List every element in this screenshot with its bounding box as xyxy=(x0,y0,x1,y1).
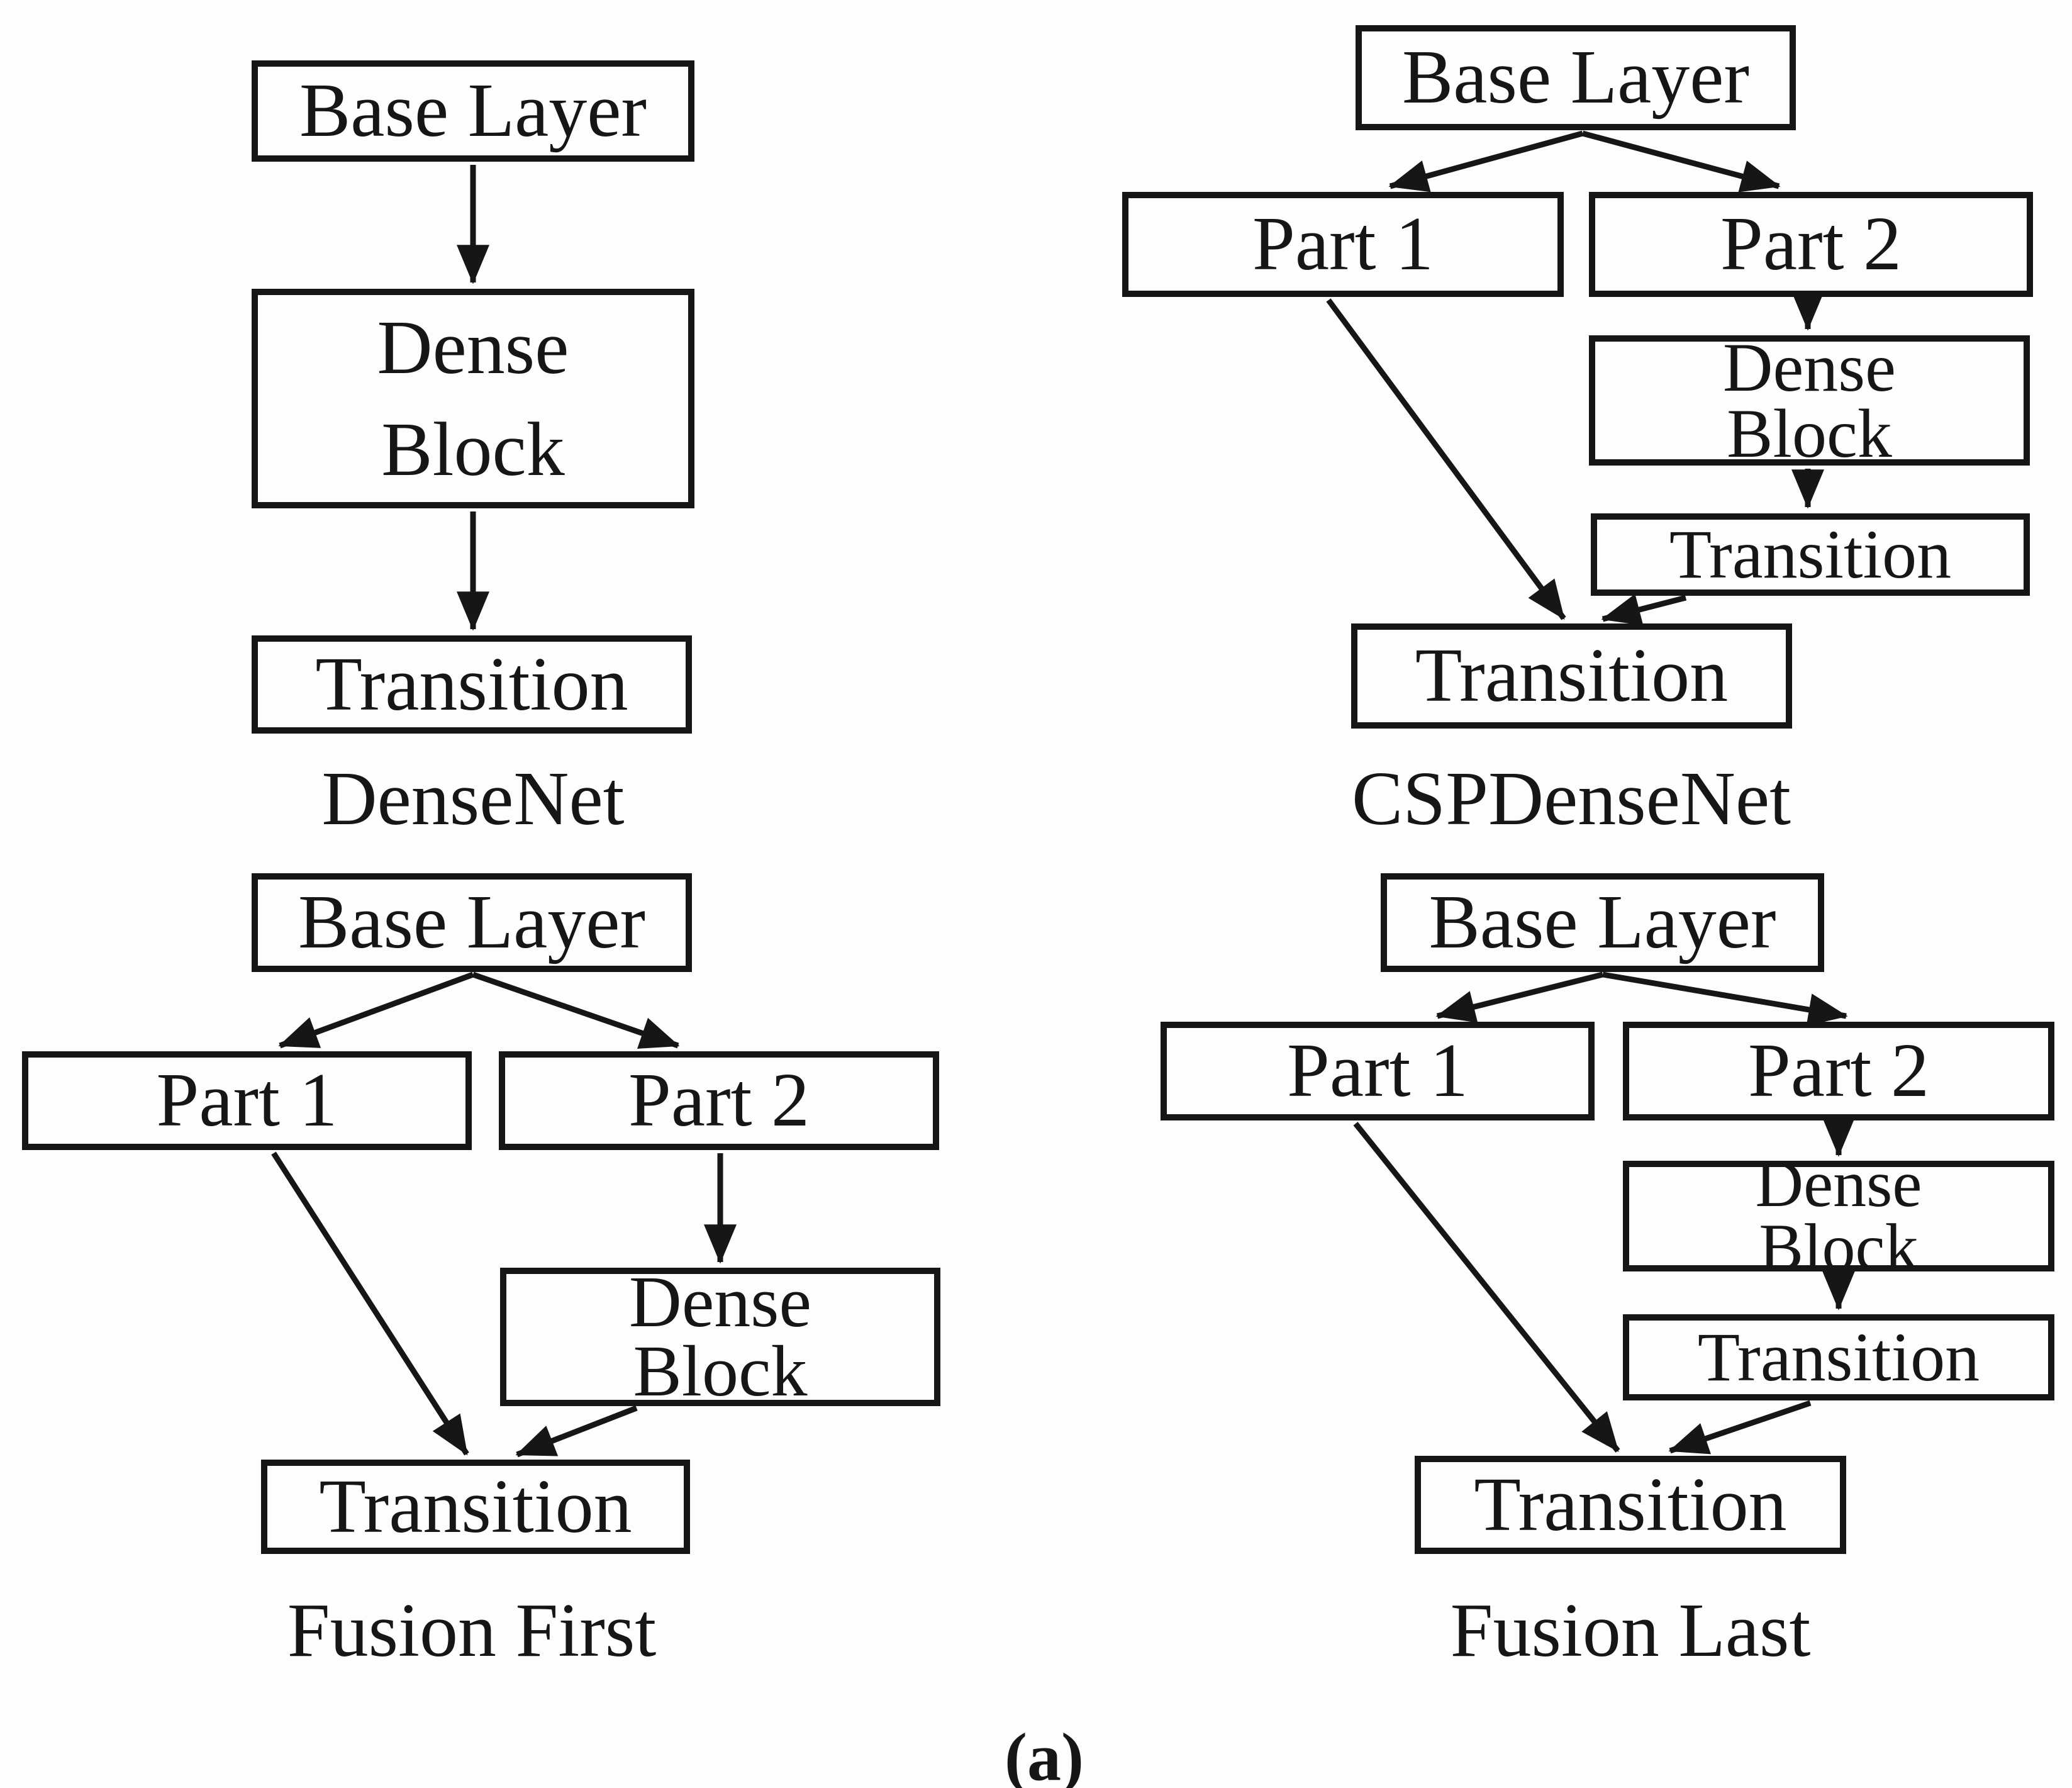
arrow-fusion-last-base-to-part2 xyxy=(1602,971,1848,1026)
fusion-last-base-layer-box: Base Layer xyxy=(1381,873,1824,972)
cspdensenet-transition-bottom-box: Transition xyxy=(1351,623,1792,729)
arrow-fusion-first-dense-to-transition xyxy=(515,1405,638,1458)
arrow-fusion-last-transition-to-transition-bottom xyxy=(1668,1400,1812,1455)
cspdensenet-part2-box: Part 2 xyxy=(1589,192,2033,297)
arrow-cspdensenet-transition-to-transition-bottom xyxy=(1601,593,1687,626)
fusion-last-transition-right-box: Transition xyxy=(1623,1314,2054,1400)
fusion-first-base-layer-box: Base Layer xyxy=(252,873,692,972)
fusion-first-dense-block-box: Dense Block xyxy=(500,1266,940,1408)
densenet-transition-box: Transition xyxy=(252,635,692,734)
cspdensenet-dense-block-box: Dense Block xyxy=(1589,333,2030,468)
densenet-base-layer-box: Base Layer xyxy=(252,60,694,162)
densenet-caption: DenseNet xyxy=(321,756,625,841)
panel-label-a: (a) xyxy=(1005,1720,1084,1788)
arrow-fusion-first-base-to-part2 xyxy=(472,971,680,1049)
arrow-fusion-first-part1-to-transition xyxy=(271,1151,469,1456)
fusion-first-part1-box: Part 1 xyxy=(22,1051,472,1150)
arrow-cspdensenet-part1-to-transition-bottom xyxy=(1326,298,1566,620)
arrow-fusion-first-base-to-part1 xyxy=(278,971,474,1049)
arrow-fusion-last-part1-to-transition-bottom xyxy=(1353,1122,1620,1453)
fusion-first-caption: Fusion First xyxy=(287,1588,657,1673)
fusion-first-transition-box: Transition xyxy=(261,1460,690,1554)
cspdensenet-part1-box: Part 1 xyxy=(1122,192,1564,297)
fusion-last-part1-box: Part 1 xyxy=(1161,1022,1595,1120)
arrow-cspdensenet-base-to-part2 xyxy=(1581,130,1781,193)
cspdensenet-transition-right-box: Transition xyxy=(1591,513,2030,596)
fusion-first-part2-box: Part 2 xyxy=(499,1051,939,1150)
arrow-cspdensenet-base-to-part1 xyxy=(1388,130,1584,193)
fusion-last-caption: Fusion Last xyxy=(1450,1588,1811,1673)
fusion-last-part2-box: Part 2 xyxy=(1623,1022,2054,1120)
fusion-last-dense-block-box: Dense Block xyxy=(1623,1151,2054,1281)
cspdensenet-caption: CSPDenseNet xyxy=(1351,756,1791,841)
fusion-last-transition-bottom-box: Transition xyxy=(1415,1456,1846,1554)
cspdensenet-base-layer-box: Base Layer xyxy=(1356,25,1796,130)
densenet-dense-block-box: Dense Block xyxy=(252,289,694,508)
arrow-fusion-last-base-to-part1 xyxy=(1435,971,1604,1023)
